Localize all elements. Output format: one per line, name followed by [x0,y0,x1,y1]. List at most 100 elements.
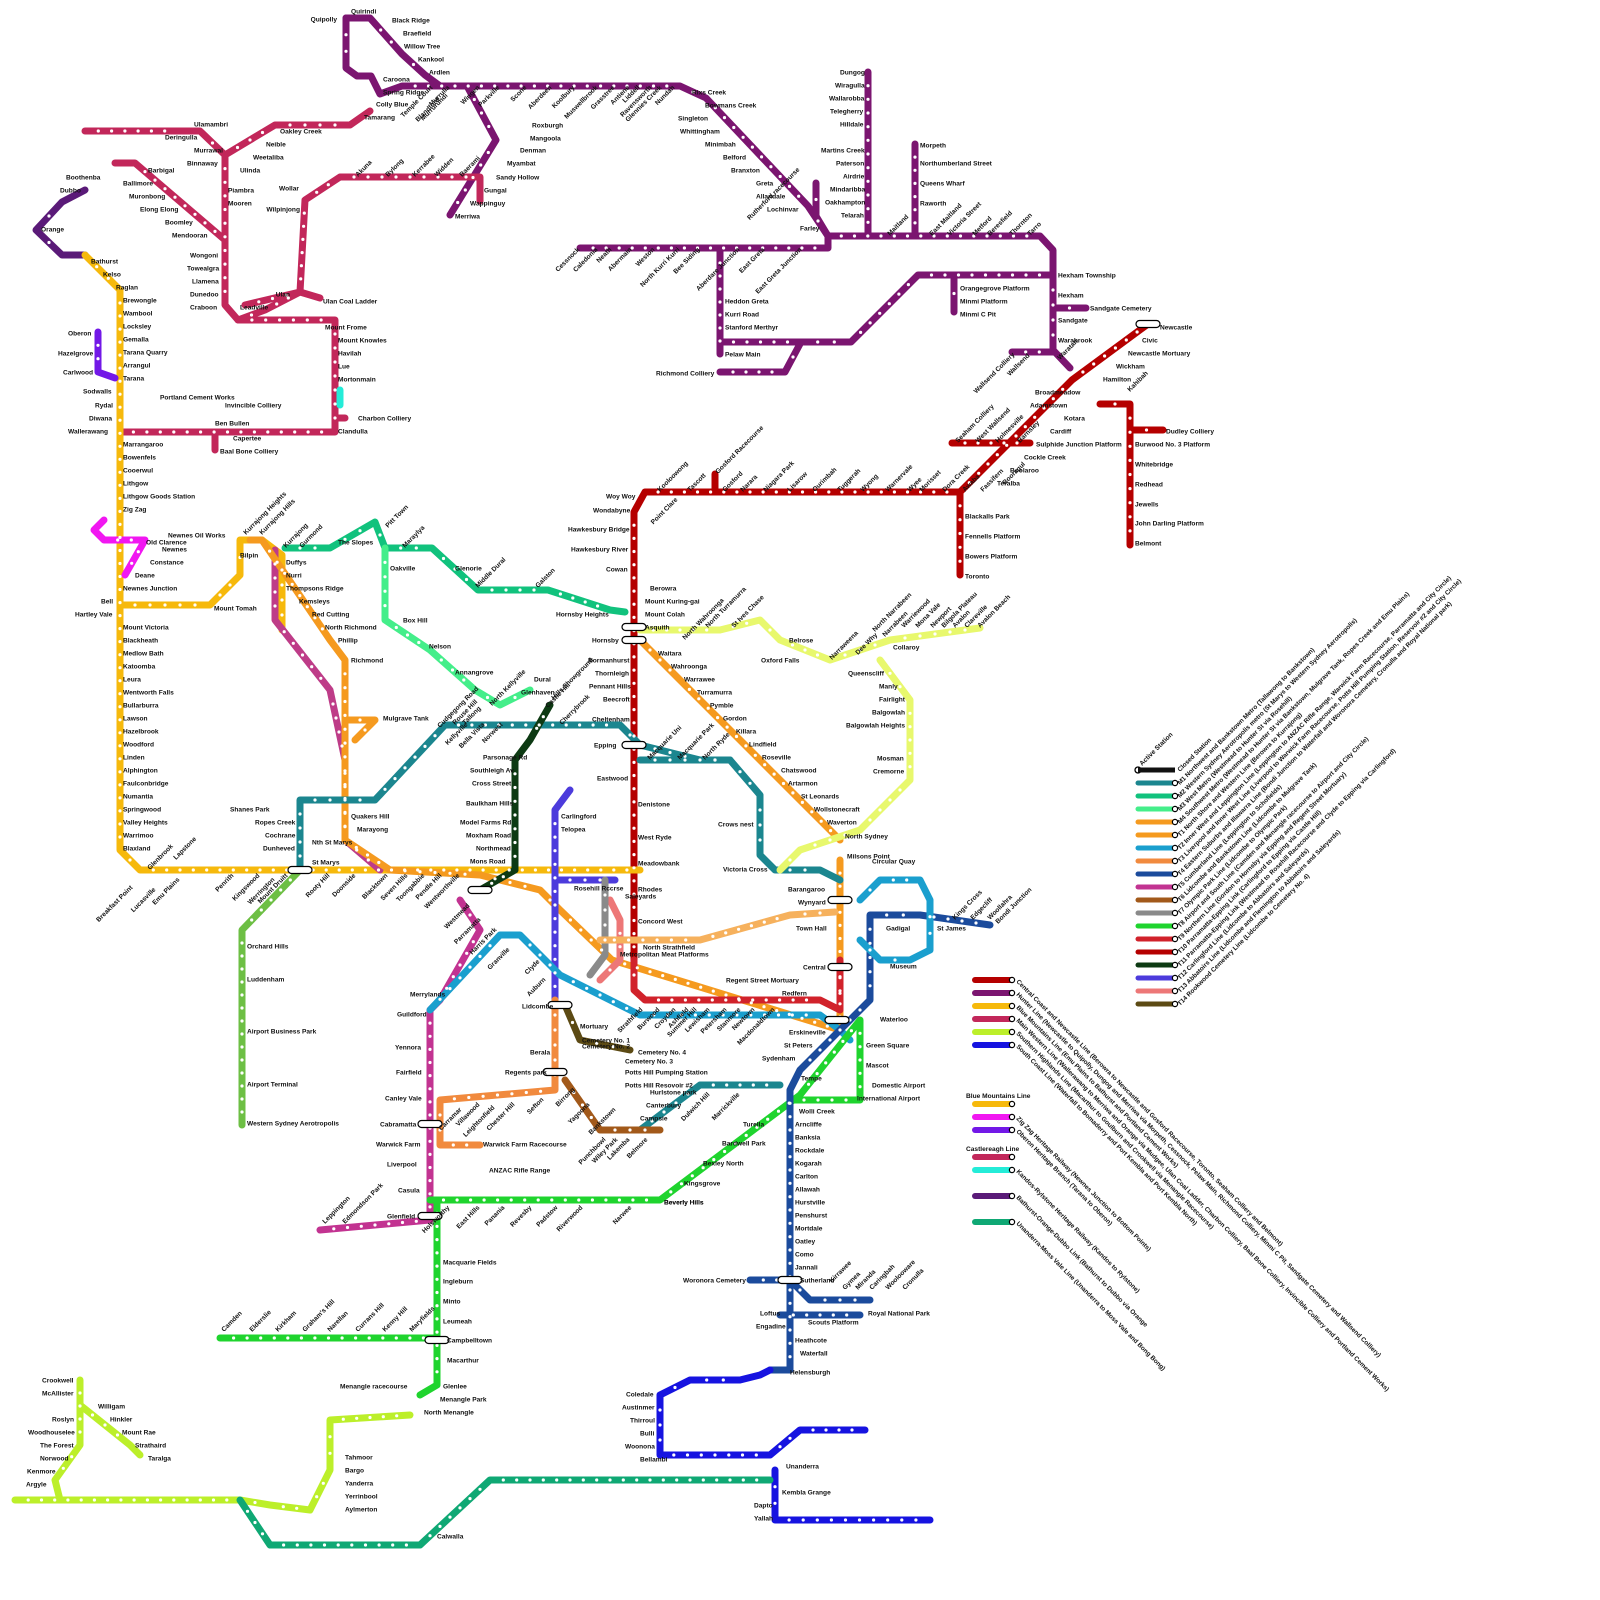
station[interactable]: Oatley [795,1239,815,1246]
station[interactable]: Myambat [507,161,536,168]
station[interactable]: Old Clarence [146,540,187,547]
station[interactable]: Campsie [640,1116,668,1123]
station[interactable]: Medlow Bath [123,651,164,658]
station[interactable]: Whitebridge [1135,462,1173,469]
station[interactable]: Scouts Platform [808,1320,859,1327]
station[interactable]: Stanford Merthyr [725,325,779,332]
station[interactable]: Binnaway [187,161,218,168]
station[interactable]: Concord West [638,919,683,926]
station[interactable]: Town Hall [796,926,827,933]
station[interactable]: Bardwell Park [722,1141,766,1148]
station[interactable]: Beecroft [603,697,631,704]
station[interactable]: Unanderra [786,1464,819,1471]
station[interactable]: Kogarah [795,1161,822,1168]
station[interactable]: Woodhouselee [28,1430,75,1437]
station[interactable]: Macarthur [447,1358,479,1365]
station[interactable]: Farley [800,226,820,233]
station[interactable]: West Ryde [638,835,672,842]
station[interactable]: Wickham [1116,364,1145,371]
station[interactable]: Asquith [645,625,670,632]
station[interactable]: Panania [484,1204,507,1227]
station[interactable]: Faulconbridge [123,781,169,788]
station[interactable]: Liverpool [387,1162,417,1169]
station[interactable]: Warrimoo [123,833,154,840]
station[interactable]: Parsonage Rd [483,755,527,762]
station[interactable]: Potts Hill Pumping Station [625,1070,708,1077]
station[interactable]: Tarana Quarry [123,350,168,357]
station[interactable]: Blackheath [123,638,158,645]
station[interactable]: Llamena [192,279,219,286]
station[interactable]: Heathcote [795,1338,827,1345]
station[interactable]: Circular Quay [872,859,916,866]
station[interactable]: Dudley Colliery [1166,429,1214,436]
station[interactable]: Belford [723,155,746,162]
station[interactable]: Zig Zag [123,507,146,514]
station[interactable]: Locksley [123,324,152,331]
station[interactable]: Ulan Coal Ladder [323,299,378,306]
station[interactable]: Marayong [357,827,388,834]
station[interactable]: Leumeah [443,1319,472,1326]
station[interactable]: Warabrook [1058,338,1093,345]
station[interactable]: Quakers Hill [351,814,390,821]
station[interactable]: Austinmer [622,1405,655,1412]
station[interactable]: Numantia [123,794,153,801]
station[interactable]: Mount Victoria [123,625,169,632]
station[interactable]: Warrawee [684,677,715,684]
station[interactable]: Lindfield [749,742,776,749]
station[interactable]: Woonona [625,1444,655,1451]
station[interactable]: Northmead [476,846,511,853]
station[interactable]: Diwana [89,416,112,423]
station[interactable]: Mindaribba [830,187,866,194]
station[interactable]: Roseville [762,755,791,762]
station[interactable]: Wynyard [798,900,826,907]
station[interactable]: Muronbong [129,194,165,201]
station[interactable]: Fennells Platform [965,534,1020,541]
station[interactable]: Roslyn [52,1417,74,1424]
station[interactable]: Katoomba [123,664,156,671]
station[interactable]: Turramurra [697,690,732,697]
station[interactable]: Aylmerton [345,1507,377,1514]
station[interactable]: Arncliffe [795,1122,822,1129]
station[interactable]: Chatswood [781,768,817,775]
station[interactable]: Hazelbrook [123,729,159,736]
station[interactable]: Hawkesbury Bridge [568,527,630,534]
station[interactable]: Nurri [286,573,302,580]
station[interactable]: Towealgra [187,266,219,273]
station[interactable]: Raglan [116,285,138,292]
station[interactable]: Camden [220,1310,243,1333]
station[interactable]: Ulan [276,292,290,299]
station[interactable]: Burwood No. 3 Platform [1135,442,1210,449]
station[interactable]: Lapstone [172,836,198,862]
station[interactable]: Charbon Colliery [358,416,411,423]
station[interactable]: Ardlen [429,70,450,77]
station[interactable]: Wappinguy [470,201,506,208]
station[interactable]: Richmond Colliery [656,371,715,378]
station[interactable]: Artarmon [788,781,818,788]
station[interactable]: Hartley Vale [75,612,113,619]
station[interactable]: Lawson [123,716,148,723]
station[interactable]: McAllister [42,1391,74,1398]
station[interactable]: Thornleigh [595,671,629,678]
station[interactable]: Cochrane [265,833,296,840]
station[interactable]: Mount Frome [325,325,367,332]
station[interactable]: Barbigal [148,168,175,175]
station[interactable]: Ulinda [240,168,260,175]
station[interactable]: Wallarobba [829,96,865,103]
station[interactable]: Deane [135,573,155,580]
station[interactable]: Constance [150,560,184,567]
station[interactable]: Lithgow [123,481,149,488]
station[interactable]: Quipolly [311,17,338,24]
station[interactable]: Bullarburra [123,703,159,710]
station[interactable]: Model Farms Rd [460,820,511,827]
station[interactable]: Casula [398,1188,420,1195]
station[interactable]: Pymble [710,703,734,710]
station[interactable]: Beverly Hills [664,1200,704,1207]
station[interactable]: Royal National Park [868,1311,930,1318]
station[interactable]: Wondabyne [593,508,631,515]
station[interactable]: Clandulla [338,429,368,436]
station[interactable]: Murrawal [194,148,223,155]
station[interactable]: Airdrie [843,174,865,181]
station[interactable]: Mooren [228,201,252,208]
station[interactable]: Mount Tomah [214,606,257,613]
station[interactable]: Hexham Township [1058,273,1116,280]
